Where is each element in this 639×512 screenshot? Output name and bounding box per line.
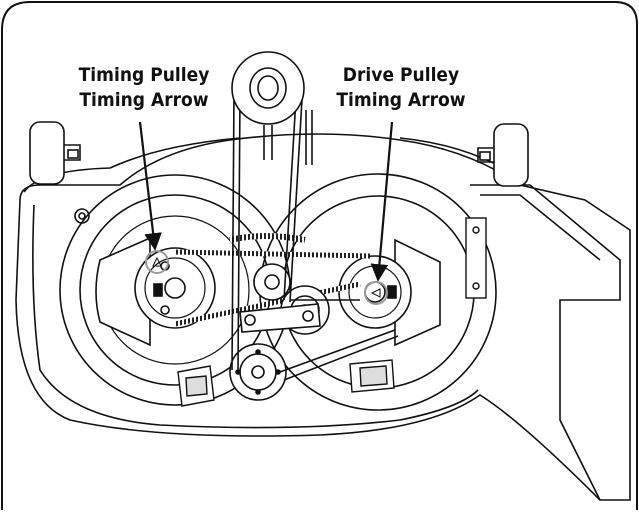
timing-pulley-callout: Timing Pulley Timing Arrow	[61, 63, 227, 113]
timing-pulley-left	[95, 236, 216, 347]
drive-v-belt	[231, 91, 399, 381]
mower-deck-housing	[15, 133, 631, 501]
timing-pulley-leader	[138, 121, 162, 251]
blade-brake-bracket-left	[177, 365, 215, 407]
drive-pulley-label-line2: Timing Arrow	[336, 89, 466, 111]
blade-brake-bracket-right	[349, 359, 395, 393]
timing-belt	[174, 233, 371, 327]
timing-pulley-timing-arrow	[145, 250, 169, 274]
engine-drive-pulley	[229, 343, 287, 401]
drive-pulley-leader	[370, 121, 394, 282]
timing-pulley-label-line2: Timing Arrow	[79, 89, 209, 111]
drive-pulley-callout: Drive Pulley Timing Arrow	[323, 63, 480, 113]
engine-pulley-top	[231, 51, 313, 165]
drive-pulley-timing-arrow	[364, 281, 388, 305]
gauge-wheel-left	[29, 121, 81, 185]
gauge-wheel-right	[477, 123, 529, 187]
idler-pulleys	[239, 263, 330, 335]
side-mount-bracket	[465, 217, 487, 299]
drive-pulley-label-line1: Drive Pulley	[342, 64, 460, 86]
timing-pulley-label-line1: Timing Pulley	[78, 64, 210, 86]
